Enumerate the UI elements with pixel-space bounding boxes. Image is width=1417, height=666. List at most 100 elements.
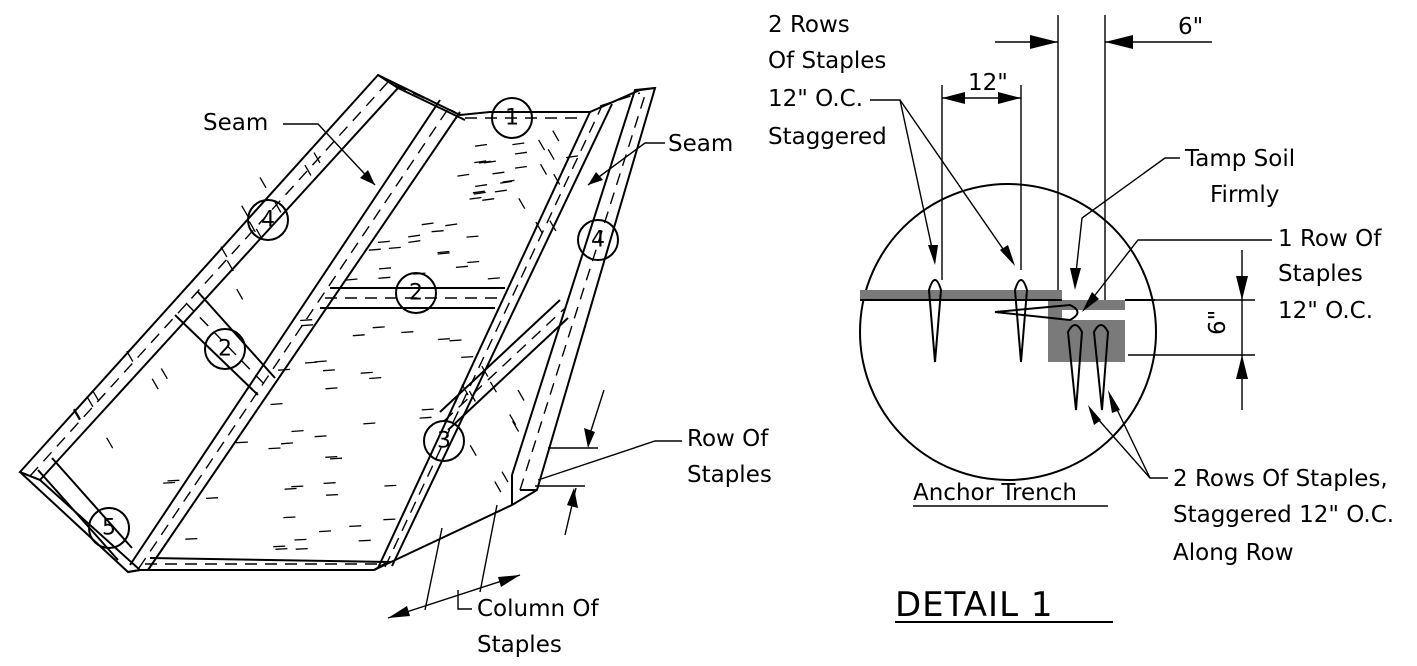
texture-tick	[478, 160, 491, 164]
texture-tick	[449, 339, 462, 342]
texture-tick	[280, 442, 294, 445]
detail-circle	[859, 183, 1157, 481]
texture-tick	[431, 230, 444, 233]
texture-tick	[248, 221, 256, 233]
svg-text:Along Row: Along Row	[1173, 540, 1294, 566]
texture-tick	[469, 444, 477, 457]
texture-tick	[538, 139, 546, 151]
texture-tick	[501, 471, 509, 483]
dim-12: 12"	[941, 70, 1022, 280]
texture-tick	[294, 538, 307, 541]
texture-tick	[514, 165, 527, 169]
svg-text:Seam: Seam	[668, 131, 733, 157]
svg-text:Firmly: Firmly	[1210, 182, 1279, 208]
texture-tick	[437, 338, 450, 341]
svg-text:Column Of: Column Of	[477, 596, 599, 622]
texture-tick	[518, 197, 526, 210]
texture-tick	[291, 429, 304, 433]
texture-tick	[509, 414, 517, 426]
texture-tick	[329, 457, 343, 460]
texture-tick	[313, 152, 321, 164]
texture-tick	[475, 184, 488, 188]
texture-tick	[474, 160, 487, 164]
svg-text:Tamp Soil: Tamp Soil	[1184, 146, 1295, 172]
texture-tick	[445, 223, 458, 227]
svg-text:4: 4	[261, 208, 275, 233]
texture-tick	[301, 324, 314, 327]
texture-tick	[502, 179, 515, 183]
svg-text:1: 1	[505, 106, 519, 131]
anchor-trench-detail: 2 Rows Of Staples 12" O.C. Staggered 12"	[768, 12, 1394, 625]
texture-tick	[388, 246, 401, 250]
callout-3: 3	[423, 420, 465, 462]
dim-6-side: 6"	[1128, 250, 1255, 410]
svg-text:2 Rows: 2 Rows	[768, 12, 850, 38]
texture-tick	[461, 355, 474, 359]
texture-tick	[384, 484, 397, 487]
tamp-soil-label: Tamp Soil Firmly	[1070, 146, 1295, 290]
texture-tick	[291, 485, 304, 488]
column-of-staples-label: Column Of Staples	[387, 504, 599, 658]
anchor-trench-caption: Anchor Trench	[913, 480, 1108, 507]
texture-tick	[304, 164, 312, 176]
dim-6-top: 6"	[995, 14, 1212, 300]
texture-tick	[349, 525, 362, 528]
texture-tick	[304, 361, 318, 364]
callout-2-left: 2	[204, 328, 246, 370]
texture-tick	[86, 396, 94, 408]
svg-text:Of Staples: Of Staples	[768, 48, 886, 74]
texture-tick	[360, 371, 373, 374]
texture-tick	[319, 530, 332, 533]
texture-tick	[378, 267, 392, 270]
texture-tick	[500, 180, 513, 184]
texture-tick	[185, 537, 198, 540]
texture-tick	[466, 235, 479, 238]
texture-tick	[326, 493, 339, 496]
texture-tick	[106, 437, 114, 449]
svg-text:Staggered: Staggered	[768, 124, 887, 150]
texture-tick	[489, 381, 497, 393]
texture-tick	[383, 518, 396, 521]
texture-tick	[514, 151, 527, 155]
texture-tick	[408, 240, 421, 244]
texture-tick	[475, 143, 488, 147]
svg-text:12" O.C.: 12" O.C.	[768, 86, 863, 112]
texture-tick	[468, 390, 476, 402]
texture-tick	[368, 248, 381, 251]
texture-tick	[275, 547, 288, 550]
texture-tick	[421, 408, 434, 411]
svg-text:6": 6"	[1205, 310, 1231, 335]
texture-tick	[472, 190, 485, 194]
svg-text:12": 12"	[968, 70, 1008, 96]
texture-tick	[274, 201, 282, 213]
texture-tick	[352, 334, 365, 337]
texture-tick	[401, 331, 414, 334]
svg-text:4: 4	[591, 228, 605, 253]
texture-tick	[378, 276, 391, 279]
detail-title: DETAIL 1	[895, 585, 1113, 625]
texture-tick	[241, 205, 249, 217]
staples	[927, 279, 1110, 411]
texture-tick	[408, 234, 421, 238]
texture-tick	[421, 222, 434, 226]
texture-tick	[461, 384, 469, 396]
texture-tick	[314, 435, 327, 438]
texture-tick	[473, 191, 486, 195]
texture-tick	[268, 447, 281, 450]
texture-tick	[512, 142, 525, 146]
blanket-trench	[860, 290, 1125, 362]
texture-tick	[283, 516, 296, 519]
callout-5: 5	[88, 507, 130, 549]
texture-tick	[437, 252, 450, 255]
texture-tick	[517, 389, 525, 401]
texture-tick	[467, 260, 480, 264]
texture-tick	[270, 402, 283, 406]
texture-tick	[167, 479, 180, 482]
texture-tick	[492, 171, 505, 175]
svg-text:1 Row Of: 1 Row Of	[1278, 226, 1382, 252]
svg-text:12" O.C.: 12" O.C.	[1278, 298, 1373, 324]
svg-text:2: 2	[218, 337, 232, 362]
texture-tick	[547, 148, 555, 161]
svg-text:6": 6"	[1178, 14, 1203, 40]
